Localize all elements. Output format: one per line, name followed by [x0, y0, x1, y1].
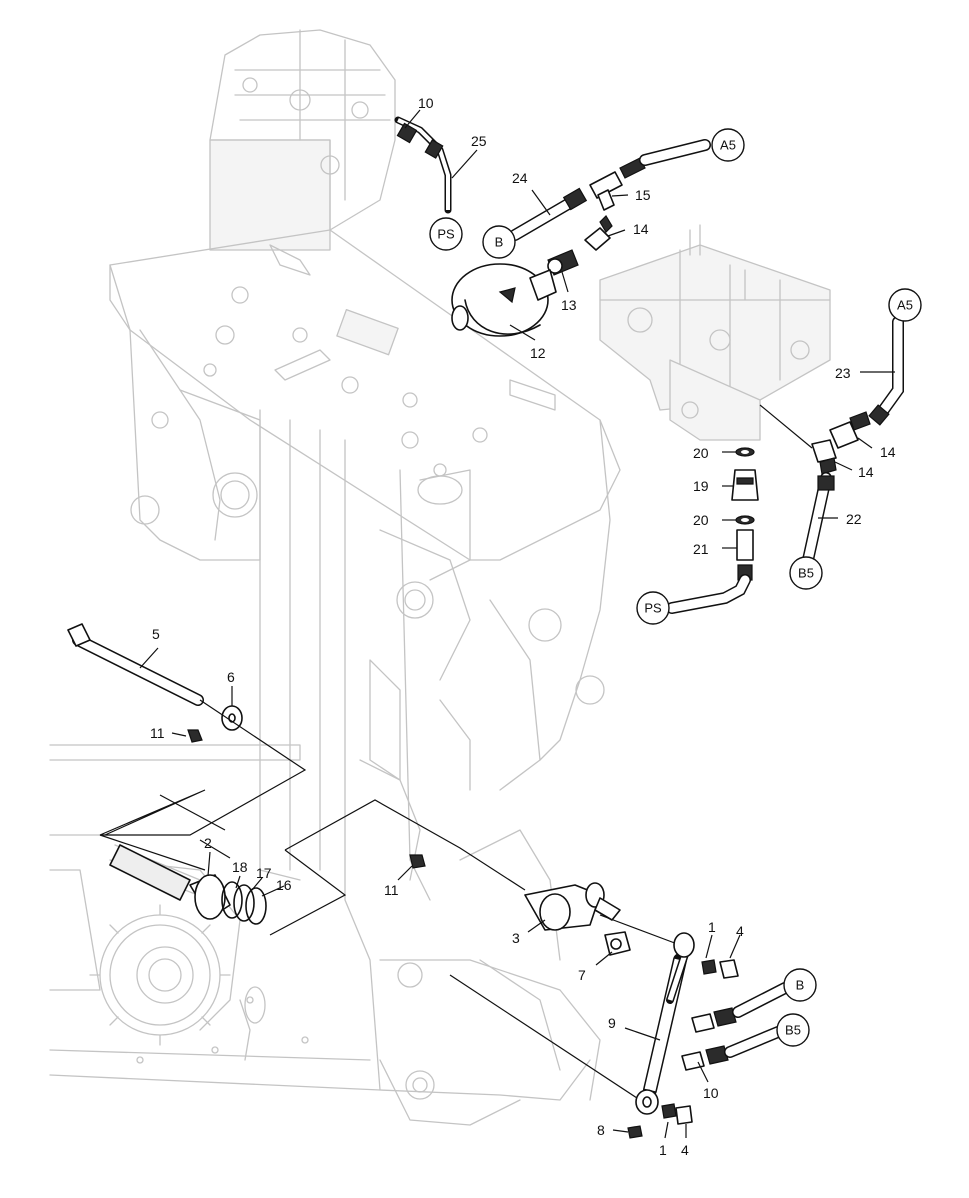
callout-5: 5 [152, 626, 160, 642]
svg-text:B5: B5 [785, 1023, 801, 1038]
callout-4: 4 [681, 1142, 689, 1158]
svg-text:PS: PS [437, 227, 455, 242]
callout-21: 21 [693, 541, 709, 557]
connector-b5-bottom: B5 [776, 1013, 810, 1047]
connector-ps-top: PS [429, 217, 463, 251]
connector-b5-right: B5 [789, 556, 823, 590]
svg-text:B: B [495, 235, 504, 250]
callout-11: 11 [384, 882, 399, 898]
highlighted-parts [67, 116, 904, 1139]
callout-8: 8 [597, 1122, 605, 1138]
callout-24: 24 [512, 170, 528, 186]
svg-text:A5: A5 [897, 298, 913, 313]
connector-b-bottom: B [783, 968, 817, 1002]
callout-22: 22 [846, 511, 862, 527]
callout-9: 9 [608, 1015, 616, 1031]
connector-bubbles: A5 PS B A5 B5 PS B B5 [429, 128, 922, 1047]
callout-labels: 10 25 24 15 14 13 12 23 20 14 14 19 20 2… [150, 95, 896, 1158]
callout-18: 18 [232, 859, 248, 875]
connector-a5-right: A5 [888, 288, 922, 322]
svg-text:PS: PS [644, 601, 662, 616]
callout-6: 6 [227, 669, 235, 685]
callout-3: 3 [512, 930, 520, 946]
callout-13: 13 [561, 297, 577, 313]
callout-20: 20 [693, 445, 709, 461]
callout-1: 1 [659, 1142, 667, 1158]
connector-b-top: B [482, 225, 516, 259]
callout-10: 10 [418, 95, 434, 111]
svg-text:B5: B5 [798, 566, 814, 581]
callout-14: 14 [858, 464, 874, 480]
callout-leaders [139, 109, 895, 1139]
callout-12: 12 [530, 345, 546, 361]
callout-16: 16 [276, 877, 292, 893]
callout-25: 25 [471, 133, 487, 149]
callout-11: 11 [150, 725, 165, 741]
connector-a5-top: A5 [711, 128, 745, 162]
callout-1: 1 [708, 919, 716, 935]
connector-ps-mid: PS [636, 591, 670, 625]
chassis-frame-ghost [49, 29, 621, 1126]
svg-text:B: B [796, 978, 805, 993]
callout-15: 15 [635, 187, 651, 203]
callout-17: 17 [256, 865, 272, 881]
callout-23: 23 [835, 365, 851, 381]
callout-7: 7 [578, 967, 586, 983]
callout-20: 20 [693, 512, 709, 528]
callout-14: 14 [633, 221, 649, 237]
callout-19: 19 [693, 478, 709, 494]
callout-2: 2 [204, 835, 212, 851]
svg-text:A5: A5 [720, 138, 736, 153]
callout-10: 10 [703, 1085, 719, 1101]
callout-14: 14 [880, 444, 896, 460]
callout-4: 4 [736, 923, 744, 939]
